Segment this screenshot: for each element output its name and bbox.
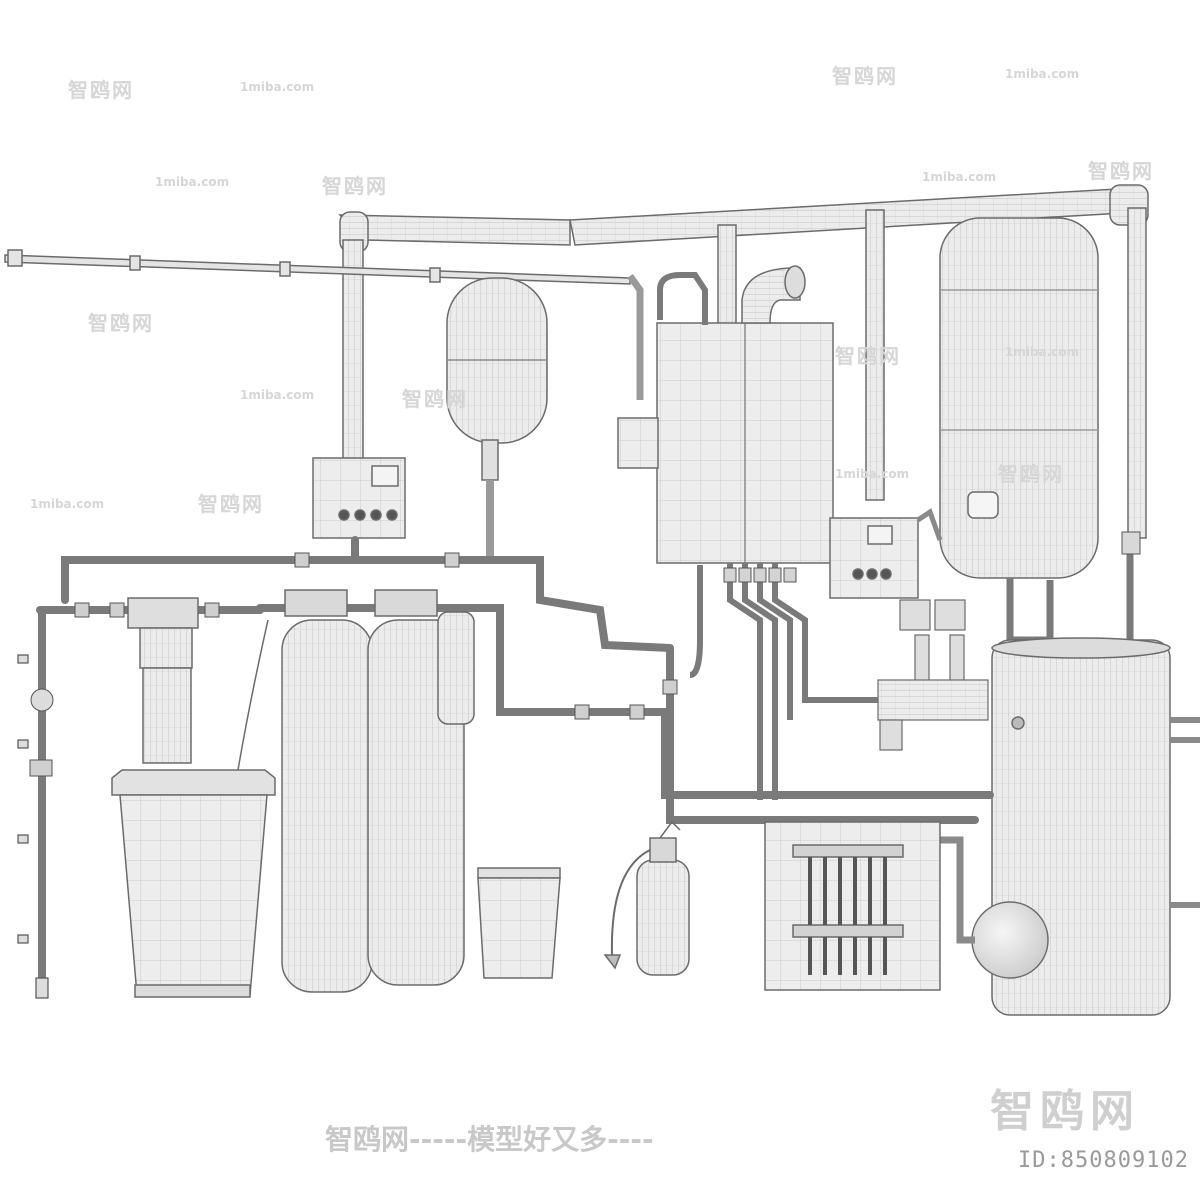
watermark-site: 1miba.com — [155, 175, 230, 189]
tank-sensor — [1121, 531, 1141, 555]
watermark-site: 1miba.com — [1005, 345, 1080, 359]
watermark-brand: 智鸥网 — [998, 462, 1064, 486]
expansion-tank — [446, 277, 548, 560]
supply-pipe-left — [4, 249, 644, 400]
watermark-brand: 智鸥网 — [322, 174, 388, 198]
fire-extinguisher — [603, 820, 690, 976]
watermark-site: 1miba.com — [240, 388, 315, 402]
hot-water-tank — [939, 217, 1099, 579]
watermark-site: 1miba.com — [835, 467, 910, 481]
watermark-brand: 智鸥网 — [88, 311, 154, 335]
watermark-logo: 智鸥网 — [990, 1086, 1140, 1137]
boiler-valves — [723, 567, 797, 583]
wall-boiler — [617, 322, 834, 564]
control-cable — [237, 619, 269, 771]
manifold-cabinet — [764, 821, 941, 991]
watermark-site: 1miba.com — [922, 170, 997, 184]
watermark-brand: 智鸥网 — [835, 344, 901, 368]
watermark-brand: 智鸥网 — [832, 64, 898, 88]
flue-elbow — [741, 265, 806, 324]
pipe-fittings — [29, 552, 678, 777]
watermark-slogan: 智鸥网-----模型好又多---- — [325, 1123, 654, 1156]
watermark-site: 1miba.com — [1005, 67, 1080, 81]
control-box-right — [829, 508, 943, 599]
pump-group — [877, 599, 989, 751]
top-duct-pipe — [338, 184, 1149, 253]
watermark-brand: 智鸥网 — [68, 78, 134, 102]
salt-bucket — [477, 867, 561, 979]
watermark-site: 1miba.com — [30, 497, 105, 511]
watermark-brand: 智鸥网 — [402, 387, 468, 411]
model-id: ID:850809102 — [1018, 1148, 1189, 1173]
watermark-site: 1miba.com — [240, 80, 315, 94]
brine-tank — [111, 769, 276, 998]
watermark-brand: 智鸥网 — [1088, 159, 1154, 183]
watermark-brand: 智鸥网 — [198, 492, 264, 516]
left-riser-fittings — [17, 654, 49, 999]
control-box-left — [312, 457, 406, 539]
indirect-cylinder — [940, 637, 1200, 1016]
cartridge-filter — [127, 597, 199, 764]
softener-columns — [281, 589, 475, 993]
